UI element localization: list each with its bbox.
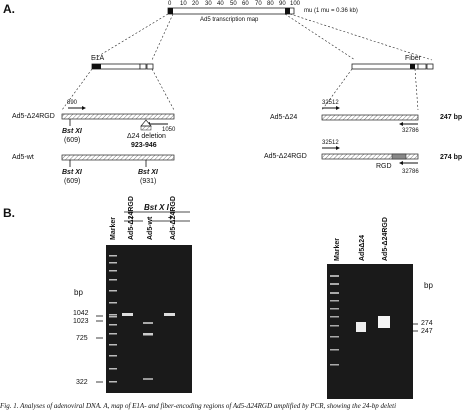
- map-scale-tick-100: 100: [290, 1, 301, 7]
- sign-plus: +: [168, 213, 173, 222]
- map-scale-tick-30: 30: [205, 1, 212, 7]
- map-scale-tick-60: 60: [242, 1, 249, 7]
- figure-caption: Fig. 1. Analyses of adenoviral DNA. A, m…: [0, 402, 397, 410]
- deletion-label: Δ24 deletion: [127, 133, 166, 140]
- lane-label-ad5-d24rgd-right: Ad5-Δ24RGD: [382, 217, 389, 261]
- enzyme-label: Bst X I: [144, 203, 169, 212]
- lane-label-ad5-d24rgd-2: Ad5-Δ24RGD: [170, 196, 177, 240]
- primer-32512-b: 32512: [322, 140, 339, 146]
- bp-label-left: bp: [74, 288, 83, 297]
- lane-label-ad5-d24rgd-1: Ad5-Δ24RGD: [128, 196, 135, 240]
- construct-right-1-name: Ad5-Δ24: [270, 114, 298, 121]
- site-bstxi-2: Bst XI: [62, 169, 82, 176]
- panel-a-label: A.: [3, 2, 15, 16]
- map-scale-tick-80: 80: [267, 1, 274, 7]
- map-scale-tick-70: 70: [255, 1, 262, 7]
- rgd-insert: [391, 153, 407, 160]
- band-274: [378, 316, 390, 328]
- site-bstxi-1: Bst XI: [62, 128, 82, 135]
- primer-32786-b: 32786: [402, 169, 419, 175]
- primer-32512-a: 32512: [322, 100, 339, 106]
- bp-label-right: bp: [424, 281, 433, 290]
- construct-right-2-bar: [321, 153, 419, 160]
- deletion-range: 923-946: [131, 142, 157, 149]
- map-scale-tick-90: 90: [279, 1, 286, 7]
- map-scale-tick-50: 50: [230, 1, 237, 7]
- marker-1023: 1023: [73, 318, 89, 325]
- site-bstxi-2-pos: (609): [64, 178, 81, 185]
- sign-minus: −: [129, 213, 134, 222]
- band-lane4: [164, 313, 175, 316]
- primer-1050: 1050: [162, 127, 176, 133]
- construct-right-2-name: Ad5-Δ24RGD: [264, 153, 307, 160]
- fiber-label: Fiber: [405, 55, 421, 62]
- size-274: 274 bp: [440, 154, 463, 161]
- band-lane3-b: [143, 333, 153, 336]
- band-lane3-c: [143, 378, 153, 380]
- map-scale-tick-0: 0: [168, 1, 172, 7]
- band-247: [356, 322, 366, 332]
- site-bstxi-3: Bst XI: [138, 169, 158, 176]
- band-lane2: [122, 313, 133, 316]
- lane-label-marker-left: Marker: [110, 217, 117, 240]
- primer-890: 890: [67, 100, 78, 106]
- map-scale-tick-10: 10: [180, 1, 187, 7]
- construct-left-1-name: Ad5-Δ24RGD: [12, 113, 55, 120]
- marker-1042: 1042: [73, 310, 89, 317]
- rgd-label: RGD: [376, 163, 392, 170]
- band-label-274: 274: [421, 320, 433, 327]
- construct-left-1-bar: [61, 113, 175, 120]
- band-label-247: 247: [421, 328, 433, 335]
- gel-right: [327, 264, 413, 399]
- site-bstxi-1-pos: (609): [64, 137, 81, 144]
- gel-left: [106, 245, 192, 393]
- construct-right-1-bar: [321, 114, 419, 121]
- construct-left-2-bar: [61, 154, 175, 161]
- site-bstxi-3-pos: (931): [140, 178, 157, 185]
- primer-32786-a: 32786: [402, 128, 419, 134]
- construct-left-2-name: Ad5-wt: [12, 154, 34, 161]
- map-fiber-block: [285, 8, 290, 14]
- lane-label-ad5-wt: Ad5-wt: [147, 216, 154, 240]
- marker-322: 322: [76, 379, 88, 386]
- map-units: mu (1 mu = 0.36 kb): [304, 8, 358, 14]
- e1a-label: E1A: [91, 55, 105, 62]
- panel-b-label: B.: [3, 206, 15, 220]
- size-247: 247 bp: [440, 114, 463, 121]
- map-title: Ad5 transcription map: [200, 17, 259, 23]
- marker-725: 725: [76, 335, 88, 342]
- lane-label-ad5d24: Ad5Δ24: [359, 234, 366, 261]
- lane-label-marker-right: Marker: [334, 238, 341, 261]
- map-scale-tick-20: 20: [192, 1, 199, 7]
- map-scale-tick-40: 40: [217, 1, 224, 7]
- map-e1a-block: [168, 8, 173, 14]
- fiber-region-bar: [351, 63, 419, 70]
- band-lane3-a: [143, 322, 153, 324]
- transcription-map-bar: [167, 7, 295, 15]
